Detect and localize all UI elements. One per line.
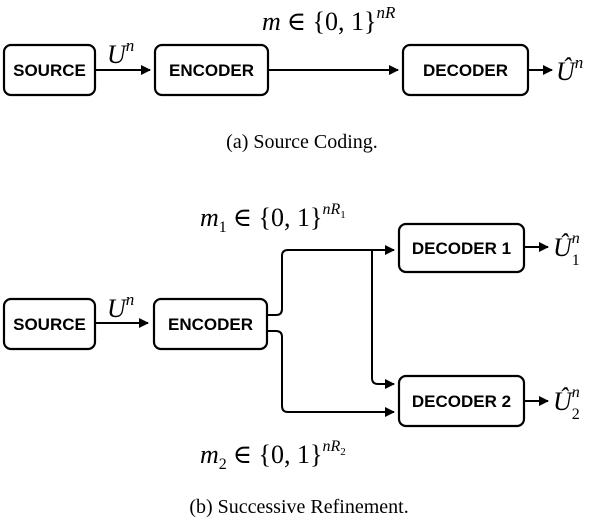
encoder-label-b: ENCODER — [168, 315, 253, 334]
input-variable-b: Un — [107, 290, 134, 323]
encoder-to-decoder1-path — [267, 245, 395, 316]
decoder1-label: DECODER 1 — [412, 239, 511, 258]
source-block-b: SOURCE — [2, 297, 97, 351]
source-label-b: SOURCE — [13, 315, 86, 334]
encoder-block-a: ENCODER — [153, 43, 270, 97]
decoder2-block: DECODER 2 — [397, 374, 526, 428]
message2-label: m2∈ {0, 1}nR2 — [200, 438, 346, 473]
encoder-block-b: ENCODER — [152, 297, 269, 351]
decoder-label-a: DECODER — [423, 61, 508, 80]
input-variable-a: Un — [107, 36, 134, 69]
source-label-a: SOURCE — [13, 61, 86, 80]
source-block-a: SOURCE — [2, 43, 97, 97]
decoder1-block: DECODER 1 — [397, 222, 526, 274]
decoder-block-a: DECODER — [401, 43, 530, 97]
encoder-label-a: ENCODER — [169, 61, 254, 80]
decoder2-label: DECODER 2 — [412, 392, 511, 411]
message-label-a: m∈ {0, 1}nR — [262, 3, 396, 36]
diagram-a: SOURCE ENCODER DECODER Un m∈ {0, 1}nR Ûn… — [2, 3, 583, 153]
message1-label: m1∈ {0, 1}nR1 — [200, 201, 346, 236]
caption-b: (b) Successive Refinement. — [189, 496, 408, 518]
encoder-to-decoder2-path — [267, 330, 395, 417]
diagram-b: SOURCE ENCODER DECODER 1 DECODER 2 Un m1… — [2, 201, 580, 518]
output-variable-a: Ûn — [556, 53, 583, 86]
message1-to-decoder2-path — [371, 250, 395, 389]
caption-a: (a) Source Coding. — [226, 131, 378, 153]
